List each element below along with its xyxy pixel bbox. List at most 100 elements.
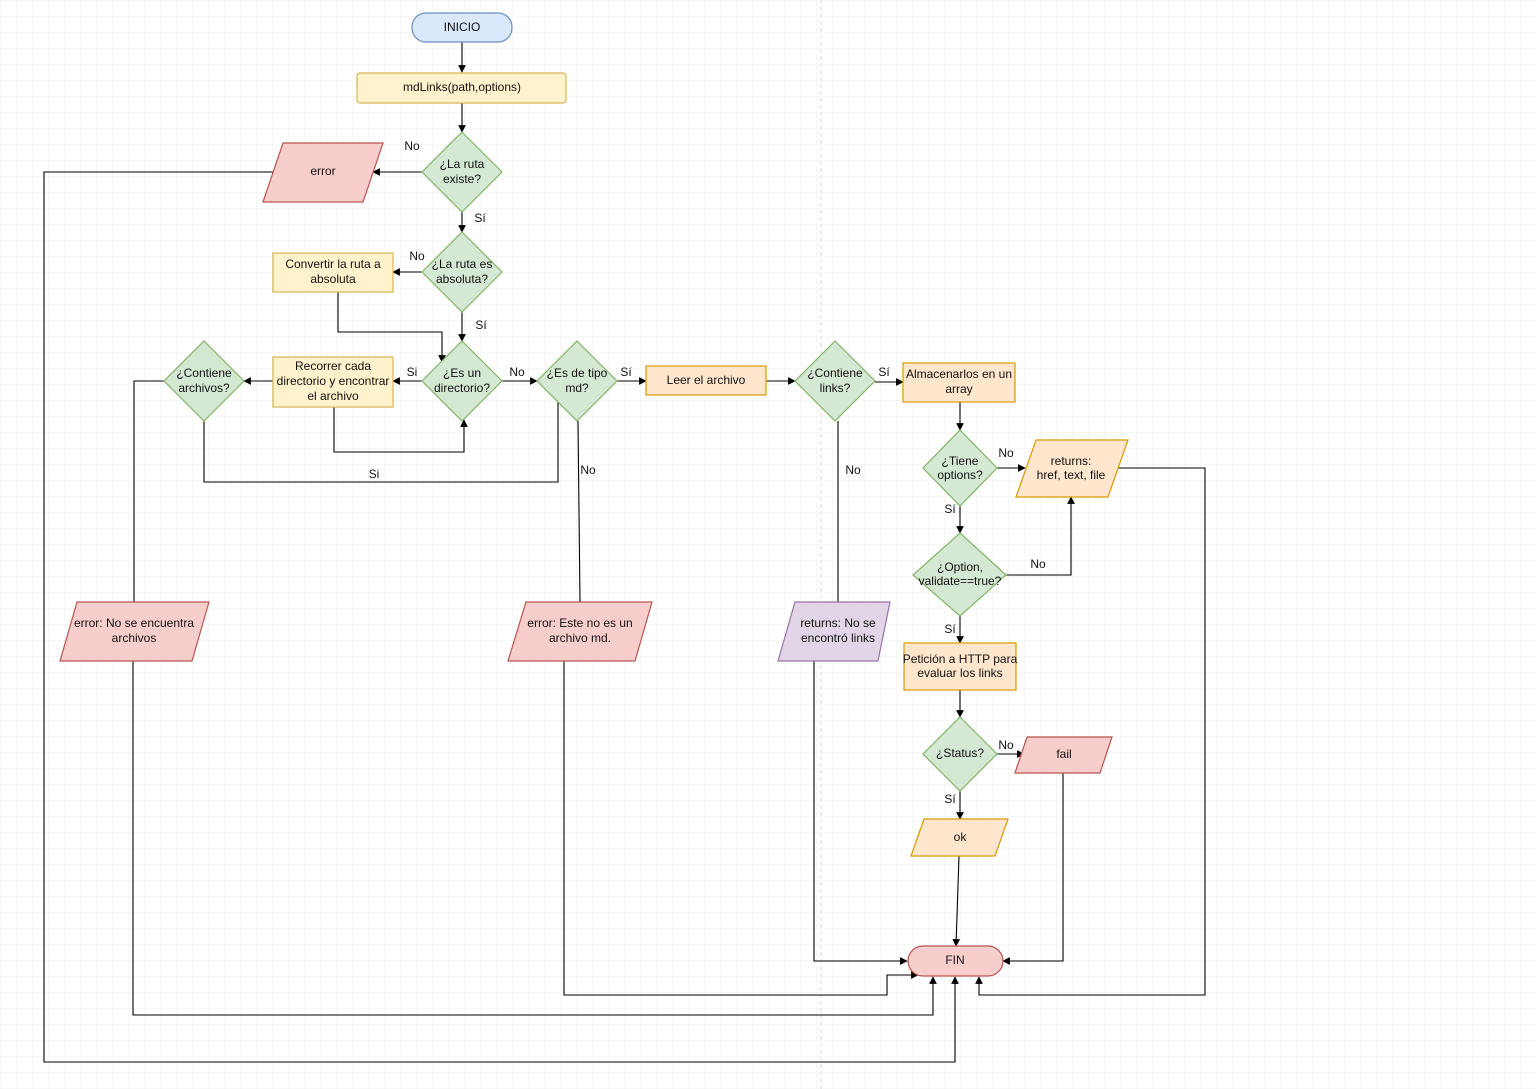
- node-error[interactable]: [262, 142, 384, 203]
- label-returns-nolinks-2: encontró links: [801, 631, 875, 645]
- edge-nolinks-fin: [813, 661, 908, 965]
- node-ok[interactable]: [910, 818, 1009, 857]
- label-returns-href-1: returns:: [1051, 454, 1092, 468]
- label-convertir-2: absoluta: [310, 272, 356, 286]
- edge-label-existe-no: No: [404, 139, 420, 153]
- edge-labels: No Sí No Sí Si No Si Sí No Sí No No Sí N…: [369, 139, 1046, 806]
- label-contiene-links-2: links?: [820, 381, 851, 395]
- edge-fail-fin: [1002, 773, 1064, 965]
- label-es-directorio-2: directorio?: [434, 381, 490, 395]
- label-convertir-1: Convertir la ruta a: [285, 257, 381, 271]
- node-labels: INICIO mdLinks(path,options) ¿La ruta ex…: [74, 20, 1106, 967]
- edge-label-existe-si: Sí: [474, 211, 486, 225]
- label-contiene-links-1: ¿Contiene: [807, 366, 863, 380]
- node-mdlinks[interactable]: [356, 72, 567, 104]
- nodes: [59, 12, 1129, 977]
- edge-label-absoluta-no: No: [409, 249, 425, 263]
- label-almacenar-1: Almacenarlos en un: [906, 367, 1012, 381]
- node-tiene-options[interactable]: [922, 429, 998, 507]
- node-status[interactable]: [922, 716, 998, 792]
- node-error-archivos[interactable]: [59, 601, 210, 662]
- label-ruta-existe-2: existe?: [443, 172, 481, 186]
- edge-label-validate-si: Sí: [944, 622, 956, 636]
- node-convertir[interactable]: [272, 252, 394, 293]
- edge-recorrer-loop: [333, 407, 468, 453]
- edge-label-options-si: Sí: [944, 502, 956, 516]
- node-recorrer[interactable]: [272, 356, 394, 408]
- node-contiene-links[interactable]: [794, 340, 876, 422]
- node-ruta-existe[interactable]: [421, 131, 503, 213]
- node-tipo-md[interactable]: [536, 340, 618, 422]
- edge-label-links-no: No: [845, 463, 861, 477]
- node-fin[interactable]: [907, 945, 1004, 977]
- edge-label-validate-no: No: [1030, 557, 1046, 571]
- node-es-directorio[interactable]: [421, 340, 503, 422]
- edge-validate-returns: [1006, 496, 1075, 576]
- node-fail[interactable]: [1014, 736, 1113, 774]
- label-tipo-md-2: md?: [565, 381, 589, 395]
- label-error-md-1: error: Este no es un: [527, 616, 632, 630]
- edge-ok-fin: [952, 855, 961, 947]
- label-returns-nolinks-1: returns: No se: [800, 616, 876, 630]
- label-ok: ok: [954, 830, 968, 844]
- edge-label-directorio-no: No: [509, 365, 525, 379]
- node-peticion[interactable]: [903, 642, 1017, 691]
- label-es-directorio-1: ¿Es un: [443, 366, 481, 380]
- label-peticion-1: Petición a HTTP para: [903, 652, 1018, 666]
- label-option-validate-1: ¿Option,: [937, 560, 983, 574]
- edge-label-links-si: Sí: [878, 365, 890, 379]
- label-option-validate-2: validate==true?: [919, 574, 1002, 588]
- node-returns-href[interactable]: [1015, 439, 1129, 498]
- edge-archivos-md: [203, 371, 562, 483]
- label-error: error: [310, 164, 335, 178]
- edge-errorarchivos-fin: [132, 661, 937, 1016]
- node-returns-nolinks[interactable]: [777, 601, 891, 662]
- label-recorrer-2: directorio y encontrar: [277, 374, 390, 388]
- label-fail: fail: [1056, 747, 1071, 761]
- label-error-md-2: archivo md.: [549, 631, 611, 645]
- node-option-validate[interactable]: [912, 532, 1007, 617]
- label-contiene-archivos-2: archivos?: [178, 381, 230, 395]
- label-mdlinks: mdLinks(path,options): [403, 80, 521, 94]
- edge-label-archivos-si: Si: [369, 467, 380, 481]
- label-leer: Leer el archivo: [667, 373, 746, 387]
- label-recorrer-1: Recorrer cada: [295, 359, 371, 373]
- edges: [43, 42, 1206, 1063]
- label-tiene-options-1: ¿Tiene: [942, 454, 979, 468]
- node-error-md[interactable]: [507, 601, 653, 662]
- label-tipo-md-1: ¿Es de tipo: [547, 366, 608, 380]
- label-recorrer-3: el archivo: [307, 389, 359, 403]
- edge-convertir-directorio: [337, 292, 446, 363]
- edge-error-fin: [43, 171, 959, 1063]
- label-peticion-2: evaluar los links: [917, 666, 1002, 680]
- node-leer[interactable]: [645, 365, 767, 396]
- node-contiene-archivos[interactable]: [163, 340, 245, 422]
- label-fin: FIN: [945, 953, 964, 967]
- label-ruta-existe-1: ¿La ruta: [440, 157, 485, 171]
- edge-archivos-errorarchivos: [133, 380, 164, 602]
- label-inicio: INICIO: [444, 20, 481, 34]
- label-contiene-archivos-1: ¿Contiene: [176, 366, 232, 380]
- edge-label-absoluta-si: Sí: [475, 318, 487, 332]
- label-tiene-options-2: options?: [937, 468, 983, 482]
- label-error-archivos-1: error: No se encuentra: [74, 616, 194, 630]
- node-ruta-absoluta[interactable]: [421, 231, 503, 313]
- label-ruta-absoluta-1: ¿La ruta es: [432, 257, 493, 271]
- edge-errormd-fin: [563, 661, 919, 996]
- edge-md-errormd: [577, 420, 581, 603]
- edge-label-status-no: No: [998, 738, 1014, 752]
- node-almacenar[interactable]: [902, 362, 1016, 403]
- edge-label-md-si: Sí: [620, 365, 632, 379]
- label-error-archivos-2: archivos: [112, 631, 157, 645]
- label-ruta-absoluta-2: absoluta?: [436, 272, 488, 286]
- edge-label-md-no: No: [580, 463, 596, 477]
- edge-returnshref-fin: [975, 467, 1206, 996]
- edge-label-options-no: No: [998, 446, 1014, 460]
- node-inicio[interactable]: [411, 12, 513, 43]
- edge-label-status-si: Sí: [944, 792, 956, 806]
- label-status: ¿Status?: [936, 746, 984, 760]
- edge-label-directorio-si: Si: [407, 365, 418, 379]
- label-almacenar-2: array: [945, 382, 972, 396]
